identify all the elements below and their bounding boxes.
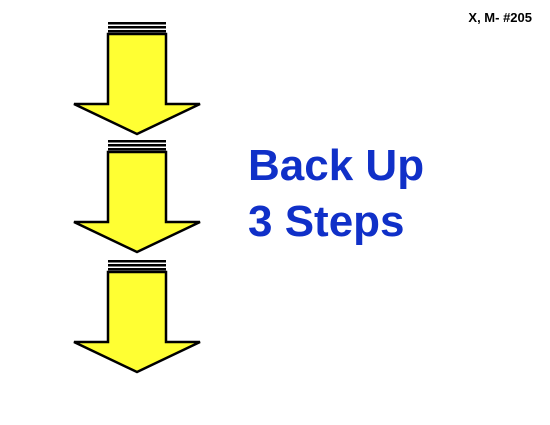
arrow-stack — [73, 22, 201, 374]
instruction-line-2: 3 Steps — [248, 197, 405, 246]
down-arrow-icon — [73, 22, 201, 136]
card-code: X, M- #205 — [468, 10, 532, 25]
down-arrow-icon — [73, 260, 201, 374]
instruction-line-1: Back Up — [248, 141, 425, 190]
instruction-text: Back Up 3 Steps — [248, 138, 424, 250]
down-arrow-icon — [73, 140, 201, 254]
